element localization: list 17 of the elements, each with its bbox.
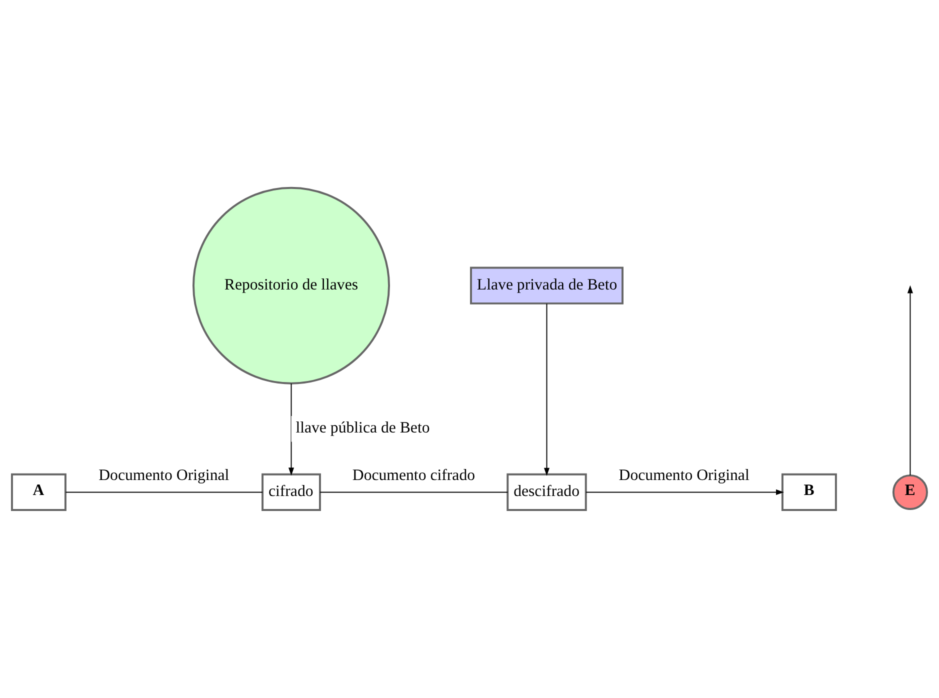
edge-label: llave pública de Beto [296,420,430,437]
node-box: B [781,473,837,512]
node-box: descifrado [506,473,587,512]
node-box: Llave privada de Beto [470,266,624,304]
edge-label: Documento cifrado [352,467,476,484]
connector [65,492,263,493]
node-circle: E [892,474,928,510]
node-box: A [11,473,66,512]
connector [320,492,508,493]
node-circle: Repositorio de llaves [192,186,390,384]
arrow [907,285,913,476]
arrow [586,489,784,495]
edge-label: Documento Original [98,467,230,484]
arrow [544,303,550,476]
edge-label: Documento Original [618,467,750,484]
arrow [288,383,294,476]
node-box: cifrado [262,473,321,512]
